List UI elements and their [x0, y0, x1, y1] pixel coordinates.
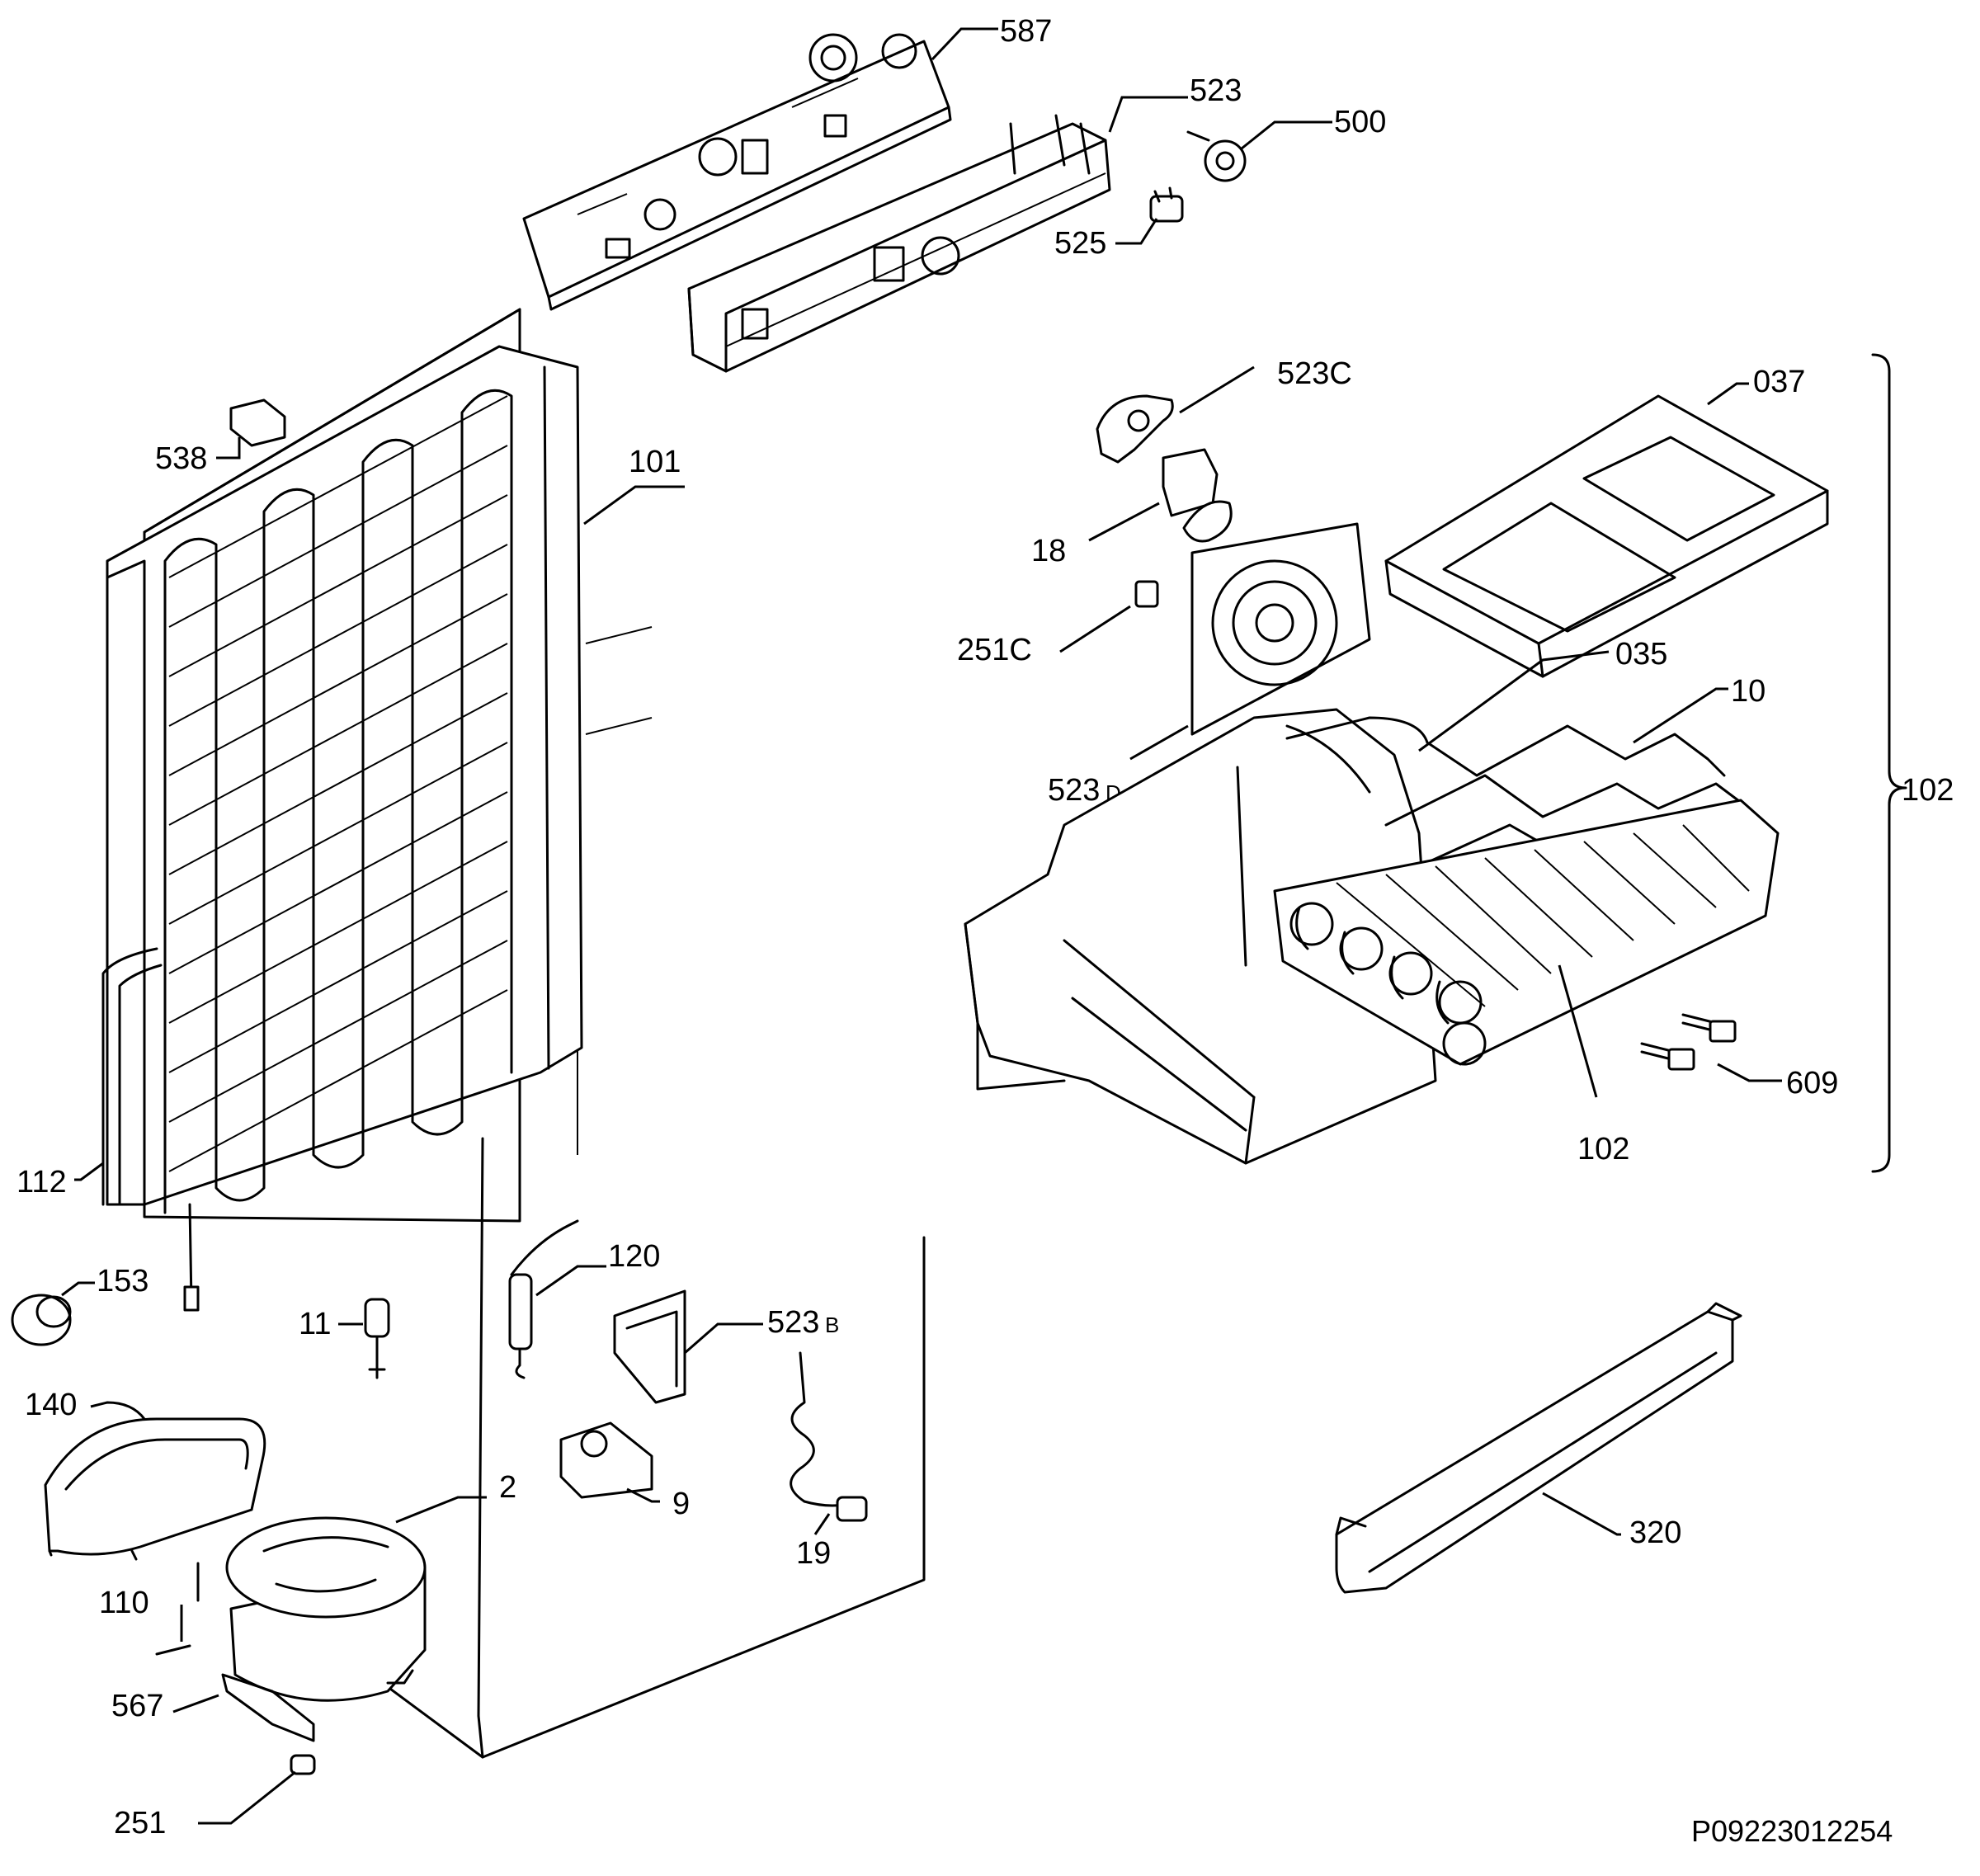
part-9-relay [559, 1421, 653, 1499]
label-609: 609 [1786, 1066, 1838, 1101]
label-035: 035 [1615, 637, 1667, 672]
label-19: 19 [796, 1536, 831, 1571]
label-110: 110 [99, 1586, 149, 1620]
group-bracket-102 [1871, 353, 1907, 1173]
label-102-evap: 102 [1577, 1132, 1629, 1167]
leader-587 [931, 27, 998, 61]
part-101-condenser [106, 308, 653, 1312]
part-525-lamp [1149, 186, 1184, 223]
part-609-connectors [1640, 1013, 1737, 1071]
leader-101 [583, 485, 685, 526]
leader-523B [684, 1322, 763, 1355]
leader-251C [1059, 605, 1131, 653]
label-523: 523 [1190, 73, 1242, 108]
part-037-evaporator-cover [1384, 394, 1829, 678]
leader-112 [74, 1162, 104, 1181]
part-035-evaporator-housing [964, 708, 1437, 1165]
part-140-drip-tray [44, 1417, 266, 1561]
leader-120 [535, 1265, 606, 1297]
label-523B-main: 523 [767, 1305, 819, 1340]
label-18: 18 [1031, 534, 1066, 568]
part-523-control-housing [687, 114, 1111, 373]
leader-609 [1717, 1063, 1782, 1082]
part-19-power-cord [790, 1351, 868, 1522]
leader-567 [172, 1694, 219, 1713]
label-153: 153 [97, 1264, 148, 1299]
label-500: 500 [1334, 105, 1386, 139]
leader-523 [1108, 96, 1188, 133]
leader-538 [216, 437, 241, 460]
leader-523D [1129, 724, 1189, 761]
part-102-evaporator-coil [1273, 799, 1780, 1066]
leader-9 [626, 1487, 660, 1503]
label-9: 9 [672, 1487, 690, 1521]
part-112-drier-tube [101, 947, 163, 1206]
leader-500 [1241, 120, 1332, 150]
leader-102-evap [1558, 964, 1598, 1098]
label-523C: 523C [1277, 356, 1352, 391]
cabinet-outline [370, 1137, 926, 1759]
label-2: 2 [499, 1470, 516, 1505]
leader-153 [61, 1281, 95, 1297]
part-120-sensor [508, 1219, 579, 1379]
part-110-pin [155, 1562, 200, 1656]
part-523C-fan-bracket [1096, 394, 1174, 464]
leader-320 [1542, 1492, 1621, 1536]
part-18-fan-motor [1162, 448, 1233, 543]
leader-523C [1179, 365, 1255, 414]
label-112: 112 [16, 1165, 67, 1200]
part-523B-bracket [613, 1289, 686, 1404]
part-500-thermostat-knob [1186, 130, 1247, 182]
label-251C: 251C [957, 633, 1032, 667]
part-251-grommet [290, 1754, 316, 1775]
label-11: 11 [299, 1307, 331, 1341]
drawing-code: P09223012254 [1691, 1814, 1893, 1848]
label-538: 538 [155, 441, 207, 476]
leader-035 [1418, 650, 1610, 752]
part-251C-clip [1134, 580, 1159, 608]
label-320: 320 [1629, 1515, 1681, 1550]
leader-140 [90, 1401, 146, 1420]
leader-18 [1088, 502, 1160, 542]
label-120: 120 [608, 1239, 660, 1274]
leader-19 [813, 1513, 831, 1535]
part-587-control-board [522, 33, 952, 311]
part-2-compressor [221, 1516, 427, 1742]
label-587: 587 [1000, 14, 1052, 49]
leader-037 [1707, 382, 1749, 406]
part-538-clip [229, 398, 286, 447]
label-525: 525 [1054, 226, 1106, 261]
label-523B-sub: B [825, 1313, 839, 1337]
label-101: 101 [629, 445, 681, 479]
leader-2 [395, 1496, 487, 1524]
part-320-handle-bar [1335, 1302, 1742, 1594]
part-523D-fan-cover [1190, 522, 1371, 736]
part-11-thermistor [364, 1298, 390, 1379]
label-523D-main: 523 [1048, 773, 1100, 808]
label-140: 140 [25, 1388, 77, 1422]
label-037: 037 [1753, 365, 1805, 399]
leader-251 [198, 1770, 296, 1825]
label-10: 10 [1731, 674, 1766, 709]
leader-525 [1115, 218, 1158, 245]
label-102-bracket: 102 [1902, 773, 1954, 808]
label-251: 251 [114, 1806, 166, 1841]
leader-10 [1633, 687, 1728, 744]
part-153-grommet [11, 1294, 72, 1346]
label-567: 567 [111, 1689, 163, 1723]
